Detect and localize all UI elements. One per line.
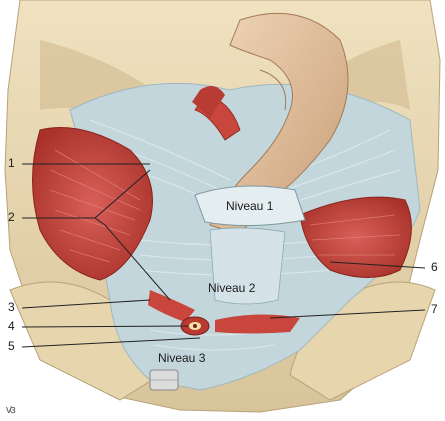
callout-5: 5 <box>8 339 15 353</box>
callout-7: 7 <box>431 302 438 316</box>
region-label-niveau2: Niveau 2 <box>208 281 255 295</box>
callout-4: 4 <box>8 319 15 333</box>
callout-2: 2 <box>8 210 15 224</box>
callout-1: 1 <box>8 156 15 170</box>
region-label-niveau1: Niveau 1 <box>226 199 273 213</box>
callout-6: 6 <box>431 260 438 274</box>
urethra-lumen <box>193 324 197 328</box>
region-label-niveau3: Niveau 3 <box>158 351 205 365</box>
callout-3: 3 <box>8 300 15 314</box>
artist-signature: ꟃ <box>6 402 16 417</box>
